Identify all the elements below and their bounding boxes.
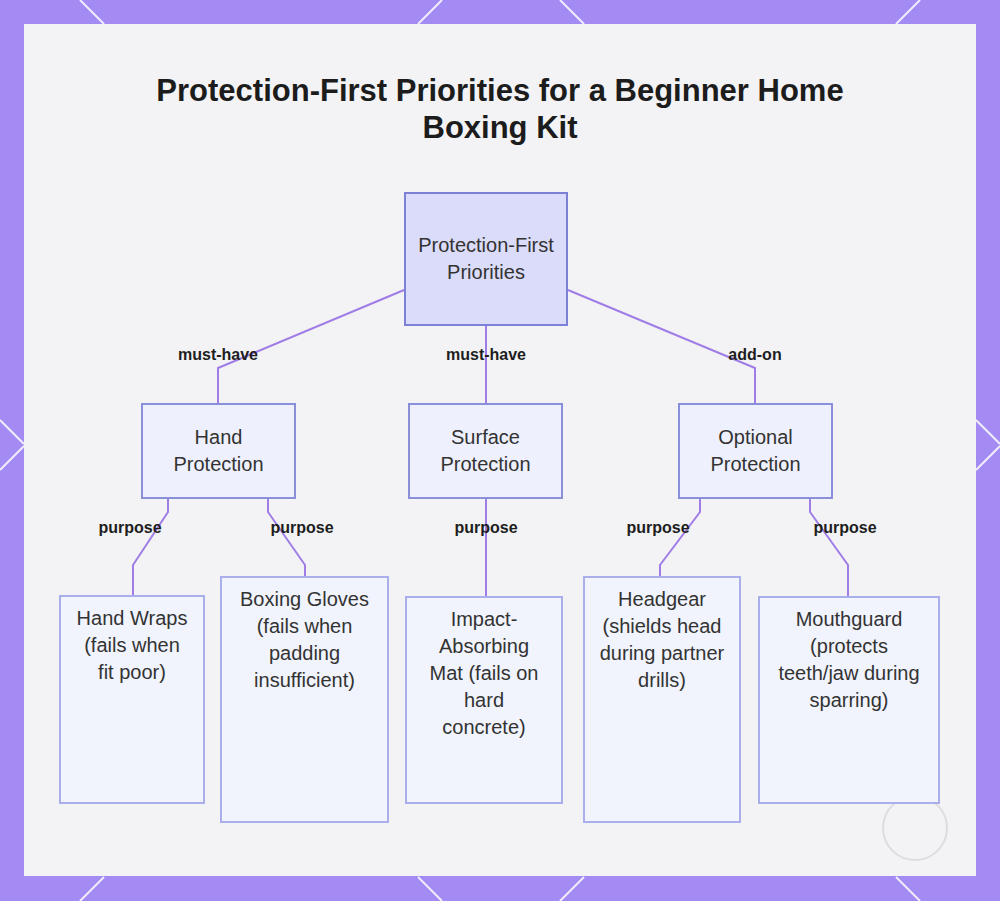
node-text: Mouthguard (protects teeth/jaw during sp… xyxy=(774,606,924,714)
node-text: Surface Protection xyxy=(418,424,553,478)
watermark-seal xyxy=(883,796,947,860)
item-box: Headgear (shields head during partner dr… xyxy=(583,576,741,823)
connector xyxy=(133,499,168,595)
item-box: Boxing Gloves (fails when padding insuff… xyxy=(220,576,389,823)
connector xyxy=(485,499,487,596)
edge-label: add-on xyxy=(728,346,781,364)
category-box: Optional Protection xyxy=(678,403,833,499)
panel xyxy=(24,24,976,876)
root-box: Protection-First Priorities xyxy=(404,192,568,326)
edge-label: purpose xyxy=(98,519,161,537)
node-text: Hand Protection xyxy=(151,424,286,478)
connector xyxy=(660,499,700,576)
edge-label: purpose xyxy=(813,519,876,537)
edge-label: must-have xyxy=(178,346,258,364)
item-box: Impact-Absorbing Mat (fails on hard conc… xyxy=(405,596,563,804)
connector xyxy=(268,499,305,576)
edge-label: must-have xyxy=(446,346,526,364)
node-text: Impact-Absorbing Mat (fails on hard conc… xyxy=(421,606,547,741)
diagram-title: Protection-First Priorities for a Beginn… xyxy=(100,72,900,146)
connector xyxy=(810,499,848,596)
connector xyxy=(485,326,487,403)
edge-label: purpose xyxy=(270,519,333,537)
edge-label: purpose xyxy=(454,519,517,537)
category-box: Surface Protection xyxy=(408,403,563,499)
category-box: Hand Protection xyxy=(141,403,296,499)
node-text: Protection-First Priorities xyxy=(416,232,556,286)
node-text: Headgear (shields head during partner dr… xyxy=(599,586,725,694)
edge-label: purpose xyxy=(626,519,689,537)
node-text: Boxing Gloves (fails when padding insuff… xyxy=(236,586,373,694)
node-text: Hand Wraps (fails when fit poor) xyxy=(75,605,189,686)
item-box: Mouthguard (protects teeth/jaw during sp… xyxy=(758,596,940,804)
item-box: Hand Wraps (fails when fit poor) xyxy=(59,595,205,804)
node-text: Optional Protection xyxy=(688,424,823,478)
connector xyxy=(568,290,755,403)
